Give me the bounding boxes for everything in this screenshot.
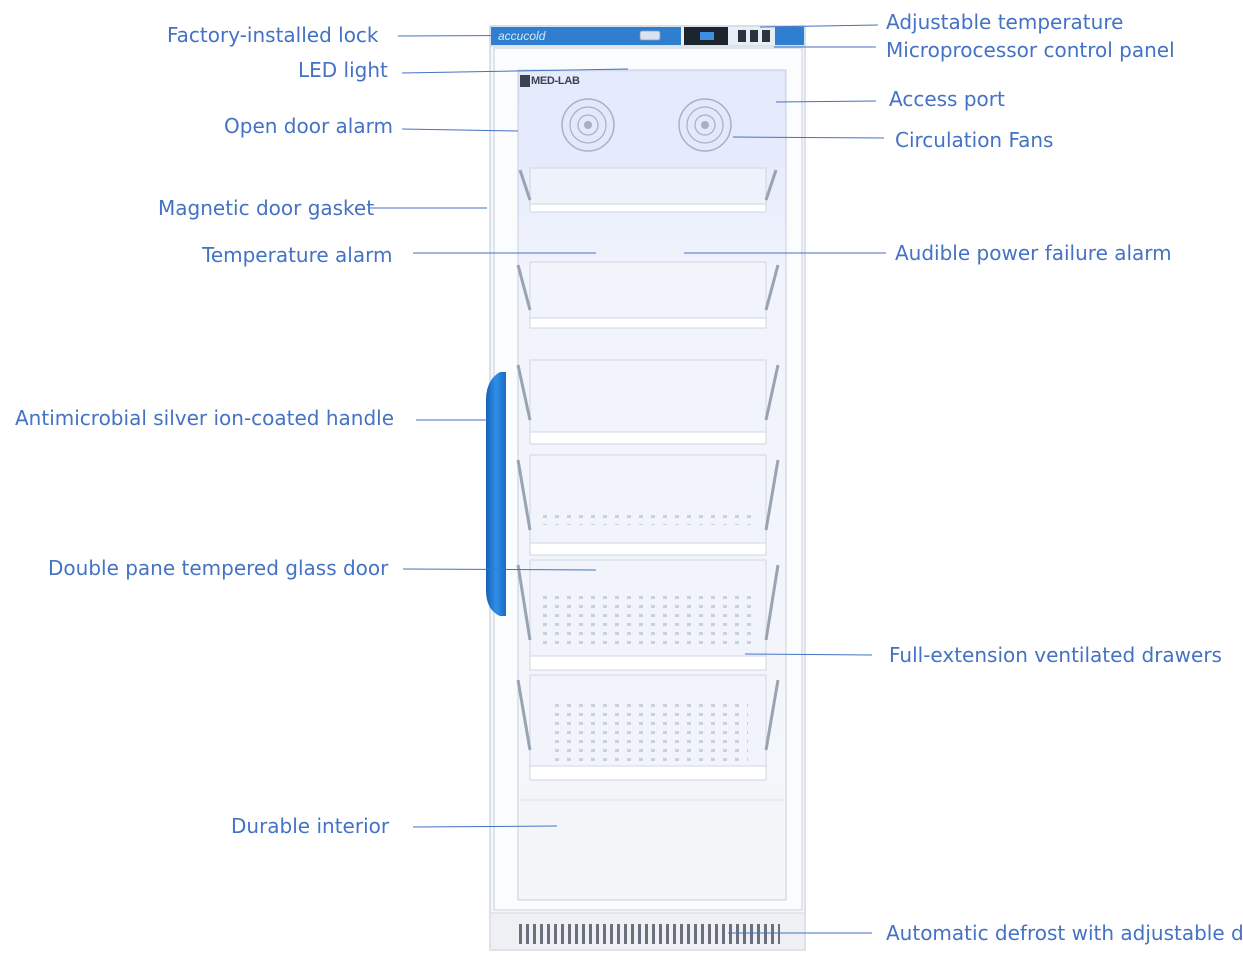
callout-factory-lock: Factory-installed lock [167, 23, 379, 47]
control-button-3 [762, 30, 770, 42]
interior-floor [520, 785, 784, 895]
door-handle [486, 372, 506, 616]
drawer-3 [516, 359, 780, 445]
callout-ventilated-drawers: Full-extension ventilated drawers [889, 643, 1222, 667]
callout-handle: Antimicrobial silver ion-coated handle [15, 406, 395, 430]
callout-control-panel: Microprocessor control panel [886, 38, 1175, 62]
control-button-1 [738, 30, 746, 42]
callout-open-door-alarm: Open door alarm [224, 114, 393, 138]
callout-adjustable-temperature: Adjustable temperature [886, 10, 1124, 34]
leader-lines [370, 24, 886, 934]
lock-block [639, 30, 661, 41]
drawer-4 [516, 454, 780, 556]
brand-logo: accucold [498, 29, 546, 43]
callout-magnetic-gasket: Magnetic door gasket [158, 196, 375, 220]
callout-power-failure-alarm: Audible power failure alarm [895, 241, 1172, 265]
callout-led-light: LED light [298, 58, 388, 82]
drawer-5 [516, 559, 780, 671]
drawer-6 [516, 674, 780, 781]
callout-temperature-alarm: Temperature alarm [202, 243, 393, 267]
drawer-2 [516, 261, 780, 329]
display-digit [700, 32, 714, 40]
circulation-fan-right [678, 98, 732, 152]
med-lab-badge: MED-LAB [531, 75, 580, 87]
brand-strip [491, 27, 681, 45]
base-vents [518, 924, 780, 944]
badge-mark [520, 75, 530, 87]
callout-circulation-fans: Circulation Fans [895, 128, 1054, 152]
callout-automatic-defrost: Automatic defrost with adjustable d [886, 921, 1243, 945]
circulation-fan-left [561, 98, 615, 152]
drawer-1 [518, 167, 778, 213]
callout-access-port: Access port [889, 87, 1005, 111]
callout-durable-interior: Durable interior [231, 814, 390, 838]
access-port-strip [775, 27, 804, 45]
callout-glass-door: Double pane tempered glass door [48, 556, 389, 580]
control-button-2 [750, 30, 758, 42]
